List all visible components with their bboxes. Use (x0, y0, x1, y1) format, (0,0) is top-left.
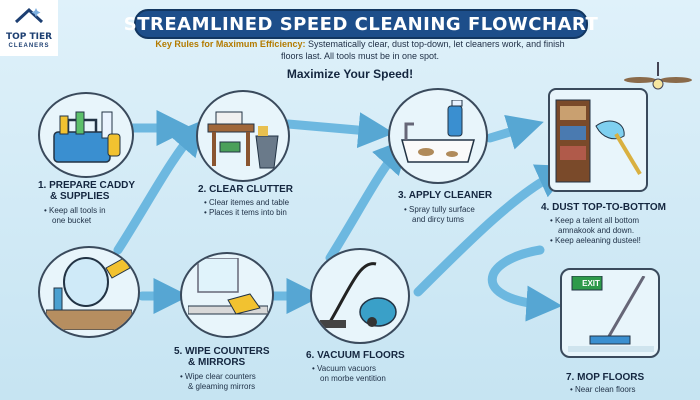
key-rules: Key Rules for Maximum Efficiency: System… (150, 38, 570, 62)
counter-wiping-icon (188, 258, 268, 315)
exit-sign-label: EXIT (582, 279, 600, 288)
spray-bottle-bathtub-icon (401, 100, 475, 163)
step-7-description: Near clean floors (570, 385, 635, 395)
step-4-description: Keep a talent all bottom amnakook and do… (550, 216, 641, 246)
step-3-title: 3. Apply Cleaner (398, 190, 493, 201)
step-5-title: 5. Wipe Counters & Mirrors (174, 346, 270, 368)
step-5a-illustration (38, 246, 140, 338)
step-6-title: 6. Vacuum Floors (306, 350, 405, 361)
page-title: STREAMLINED SPEED CLEANING FLOWCHART (123, 13, 599, 35)
mop-exit-sign-icon (568, 276, 654, 352)
step-2-description: Clear itemes and table Places it tems in… (204, 198, 289, 218)
step-2-title: 2. Clear Clutter (198, 184, 293, 195)
step-3-description: Spray tully surface and dircy tums (404, 205, 475, 225)
step-3-illustration (388, 88, 488, 184)
step-2-illustration (196, 90, 290, 182)
step-5b-illustration (180, 252, 274, 338)
step-1-title: 1. Prepare Caddy & Supplies (38, 180, 136, 202)
title-banner: STREAMLINED SPEED CLEANING FLOWCHART (124, 9, 598, 39)
arrow-3-to-4 (485, 114, 544, 150)
cleaning-caddy-icon (53, 111, 121, 163)
mirror-cloth-icon (46, 257, 132, 330)
arrow-6-to-7 (413, 164, 574, 297)
ceiling-fan-icon (624, 62, 692, 90)
desk-and-trash-bin-icon (207, 111, 279, 169)
key-rules-text: Systematically clear, dust top-down, let… (280, 39, 565, 61)
logo: TOP TIER CLEANERS (0, 0, 58, 56)
step-6-description: Vacuum vacuors on morbe ventition (312, 364, 386, 384)
logo-name: TOP TIER (5, 32, 53, 42)
step-1-description: Keep all tools in one bucket (44, 206, 105, 226)
step-6-illustration (310, 248, 410, 344)
step-1-illustration (38, 92, 134, 178)
step-4-title: 4. Dust Top-to-Bottom (541, 202, 667, 213)
house-sparkle-icon (14, 7, 44, 24)
logo-subname: CLEANERS (8, 43, 50, 49)
step-4-illustration (548, 88, 648, 192)
vacuum-cleaner-icon (320, 262, 397, 328)
step-7-title: 7. Mop Floors (566, 372, 645, 383)
duster-bookshelf-icon (555, 99, 642, 183)
arrow-4-down-to-7 (487, 245, 563, 322)
key-rules-label: Key Rules for Maximum Efficiency: (155, 39, 306, 49)
step-7-illustration: EXIT (560, 268, 660, 358)
step-5-description: Wipe clear counters & gleaming mirrors (180, 372, 256, 392)
subtitle: Maximize Your Speed! (286, 67, 414, 81)
arrow-2-to-3 (283, 112, 395, 149)
arrow-1-down-to-5 (113, 119, 206, 255)
arrow-6-up-to-3 (325, 137, 410, 263)
